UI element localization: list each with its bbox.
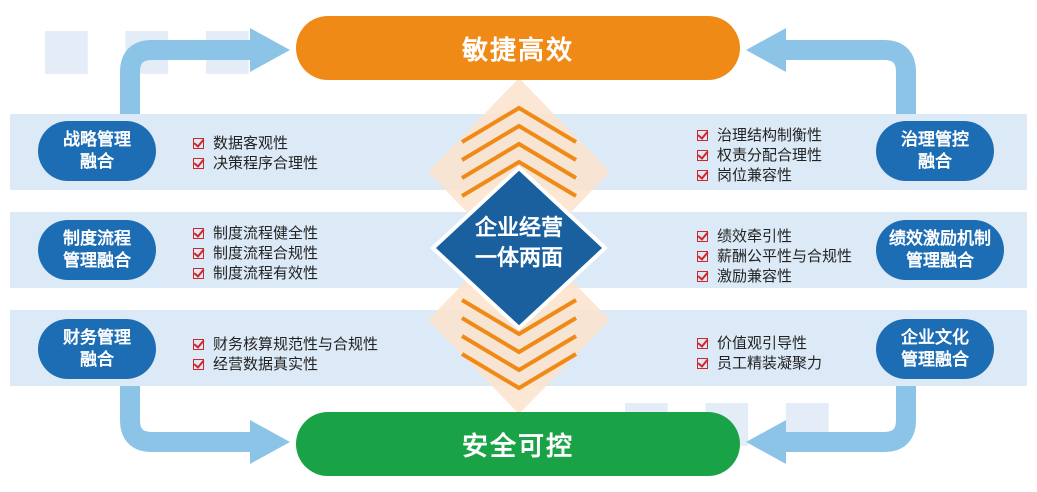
list-item: 员工精装凝聚力	[697, 353, 822, 373]
checkbox-icon	[193, 157, 204, 169]
list-item: 制度流程合规性	[193, 243, 318, 263]
left-node-2-line-2: 管理融合	[63, 251, 131, 271]
left-node-1-line-2: 融合	[80, 152, 114, 172]
list-item: 财务核算规范性与合规性	[193, 334, 378, 354]
right-node-3: 企业文化 管理融合	[876, 319, 994, 379]
left-node-3-line-1: 财务管理	[63, 328, 131, 348]
checkbox-icon	[697, 357, 708, 369]
center-line-1: 企业经营	[474, 216, 563, 241]
checkbox-icon	[193, 338, 204, 350]
right-node-3-line-1: 企业文化	[901, 328, 969, 348]
list-item: 决策程序合理性	[193, 153, 318, 173]
right-node-2-line-1: 绩效激励机制	[889, 229, 991, 249]
list-item: 经营数据真实性	[193, 354, 378, 374]
left-node-2: 制度流程 管理融合	[38, 220, 156, 280]
checkbox-icon	[697, 149, 708, 161]
checkbox-icon	[697, 250, 708, 262]
right-node-2: 绩效激励机制 管理融合	[876, 220, 1004, 280]
checkbox-icon	[697, 337, 708, 349]
checkbox-icon	[697, 169, 708, 181]
left-list-1: 数据客观性 决策程序合理性	[193, 133, 318, 173]
list-item: 薪酬公平性与合规性	[697, 246, 852, 266]
checkbox-icon	[193, 137, 204, 149]
checkbox-icon	[697, 129, 708, 141]
list-item: 制度流程有效性	[193, 263, 318, 283]
right-list-3: 价值观引导性 员工精装凝聚力	[697, 333, 822, 373]
right-node-1-line-1: 治理管控	[901, 130, 969, 150]
list-item: 数据客观性	[193, 133, 318, 153]
left-node-3-line-2: 融合	[80, 350, 114, 370]
left-node-3: 财务管理 融合	[38, 319, 156, 379]
right-node-3-line-2: 管理融合	[901, 350, 969, 370]
checkbox-icon	[193, 247, 204, 259]
checkbox-icon	[697, 230, 708, 242]
checkbox-icon	[697, 270, 708, 282]
list-item: 激励兼容性	[697, 266, 852, 286]
checkbox-icon	[193, 267, 204, 279]
goal-bottom-pill: 安全可控	[296, 412, 740, 476]
list-item: 权责分配合理性	[697, 145, 822, 165]
right-list-1: 治理结构制衡性 权责分配合理性 岗位兼容性	[697, 125, 822, 185]
left-list-3: 财务核算规范性与合规性 经营数据真实性	[193, 334, 378, 374]
list-item: 岗位兼容性	[697, 165, 822, 185]
left-node-1-line-1: 战略管理	[63, 130, 131, 150]
center-line-2: 一体两面	[474, 246, 563, 271]
right-node-1: 治理管控 融合	[876, 121, 994, 181]
left-node-1: 战略管理 融合	[38, 121, 156, 181]
list-item: 制度流程健全性	[193, 223, 318, 243]
checkbox-icon	[193, 358, 204, 370]
right-node-1-line-2: 融合	[918, 152, 952, 172]
center-label: 企业经营 一体两面	[437, 214, 601, 278]
left-node-2-line-1: 制度流程	[63, 229, 131, 249]
list-item: 价值观引导性	[697, 333, 822, 353]
goal-top-pill: 敏捷高效	[296, 16, 740, 80]
right-list-2: 绩效牵引性 薪酬公平性与合规性 激励兼容性	[697, 226, 852, 286]
right-node-2-line-2: 管理融合	[906, 251, 974, 271]
left-list-2: 制度流程健全性 制度流程合规性 制度流程有效性	[193, 223, 318, 283]
list-item: 绩效牵引性	[697, 226, 852, 246]
list-item: 治理结构制衡性	[697, 125, 822, 145]
checkbox-icon	[193, 227, 204, 239]
